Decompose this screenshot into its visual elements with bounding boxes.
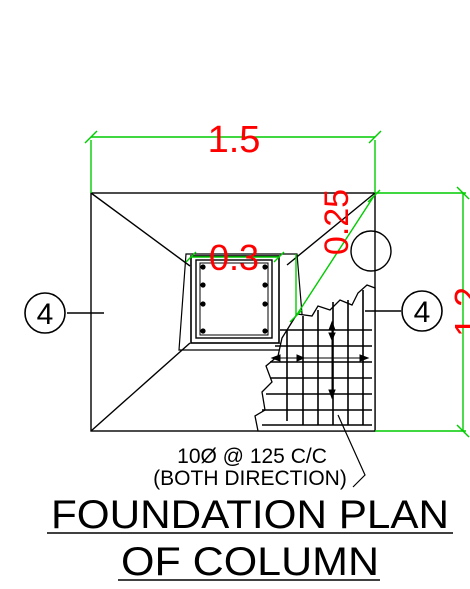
section-marker-label: 4	[414, 296, 431, 329]
rebar-note-line1: 10Ø @ 125 C/C	[177, 445, 327, 468]
dimension-column	[185, 251, 285, 263]
rebar-note-line2: (BOTH DIRECTION)	[153, 467, 347, 490]
section-marker-right: 4	[365, 290, 443, 332]
rebar-dot	[262, 264, 268, 270]
dimension-height	[375, 186, 470, 438]
rebar-grid-cutaway	[254, 284, 376, 432]
drawing-title: FOUNDATION PLAN OF COLUMN	[47, 493, 453, 584]
rebar-dot	[262, 301, 268, 307]
title-line1: FOUNDATION PLAN	[51, 493, 449, 537]
pipe-circle	[350, 230, 392, 272]
rebar-dot	[200, 328, 206, 334]
rebar-dot	[262, 328, 268, 334]
rebar-dot	[200, 264, 206, 270]
dimension-width	[84, 130, 382, 193]
rebar-dot	[200, 282, 206, 288]
rebar-dot	[262, 282, 268, 288]
dimension-column-label: 0.3	[209, 237, 259, 278]
rebar-note: 10Ø @ 125 C/C (BOTH DIRECTION)	[153, 414, 366, 490]
dimension-width-label: 1.5	[208, 119, 261, 161]
column-section	[195, 259, 273, 339]
section-marker-label: 4	[37, 298, 54, 331]
dimension-height-label: 1.2	[447, 287, 470, 337]
rebar-dot	[200, 301, 206, 307]
dimension-offset-label: 0.25	[318, 189, 356, 255]
section-marker-left: 4	[24, 292, 104, 334]
title-line2: OF COLUMN	[121, 540, 379, 584]
dimension-offset	[289, 189, 381, 323]
